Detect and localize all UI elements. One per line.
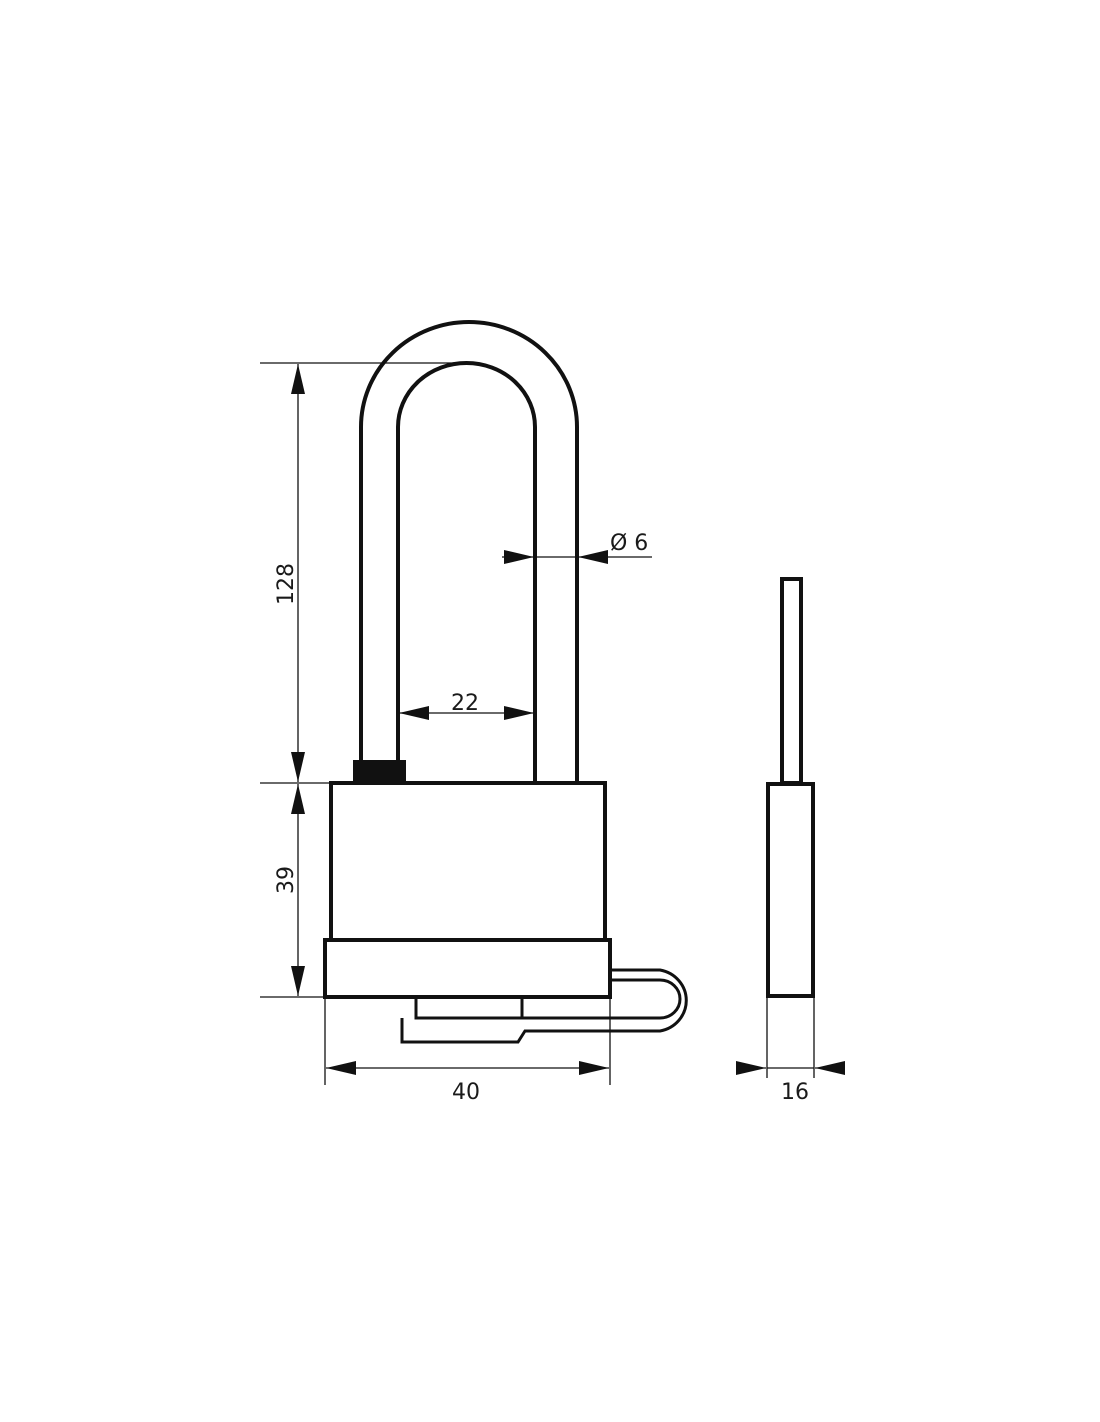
dim-39-label: 39 [274, 866, 299, 894]
dimension-lines [260, 362, 845, 1085]
key-cable [610, 968, 688, 1033]
dim-diameter-label: Ø 6 [610, 531, 648, 556]
dim-128-label: 128 [274, 563, 299, 605]
dim-16-label: 16 [781, 1080, 809, 1105]
key-cylinder [414, 997, 524, 1020]
side-shackle [780, 577, 803, 785]
shackle-toe-block [353, 760, 406, 783]
side-view [766, 577, 815, 998]
dim-22-label: 22 [451, 691, 479, 716]
padlock-base [323, 938, 612, 999]
shackle-outer [359, 320, 579, 783]
dim-40-label: 40 [452, 1080, 480, 1105]
padlock-body [329, 781, 607, 942]
key-cable-inner [522, 978, 682, 1020]
shackle-inner [396, 361, 537, 783]
side-body [766, 782, 815, 998]
front-view [323, 320, 688, 1044]
key-plate [400, 1018, 610, 1044]
